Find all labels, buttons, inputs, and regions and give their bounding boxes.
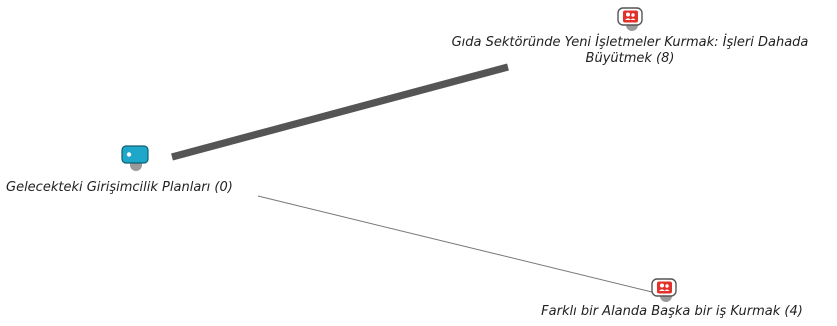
edge-n0-n1 xyxy=(171,63,509,161)
user-group-icon[interactable] xyxy=(651,278,677,302)
user-group-icon[interactable] xyxy=(617,7,643,31)
edge-n0-n2 xyxy=(257,195,653,293)
node-label-gida-sektoru[interactable]: Gıda Sektöründe Yeni İşletmeler Kurmak: … xyxy=(426,35,834,67)
node-label-line-2: Büyütmek (8) xyxy=(585,51,675,66)
tag-icon[interactable] xyxy=(121,145,149,171)
node-label-line-1: Gıda Sektöründe Yeni İşletmeler Kurmak: … xyxy=(451,35,809,50)
node-label-farkli-alan[interactable]: Farklı bir Alanda Başka bir iş Kurmak (4… xyxy=(512,304,832,320)
node-label-gelecekteki[interactable]: Gelecekteki Girişimcilik Planları (0) xyxy=(6,180,233,196)
node-label-text: Gelecekteki Girişimcilik Planları (0) xyxy=(6,180,233,195)
node-label-text: Farklı bir Alanda Başka bir iş Kurmak (4… xyxy=(541,304,803,319)
